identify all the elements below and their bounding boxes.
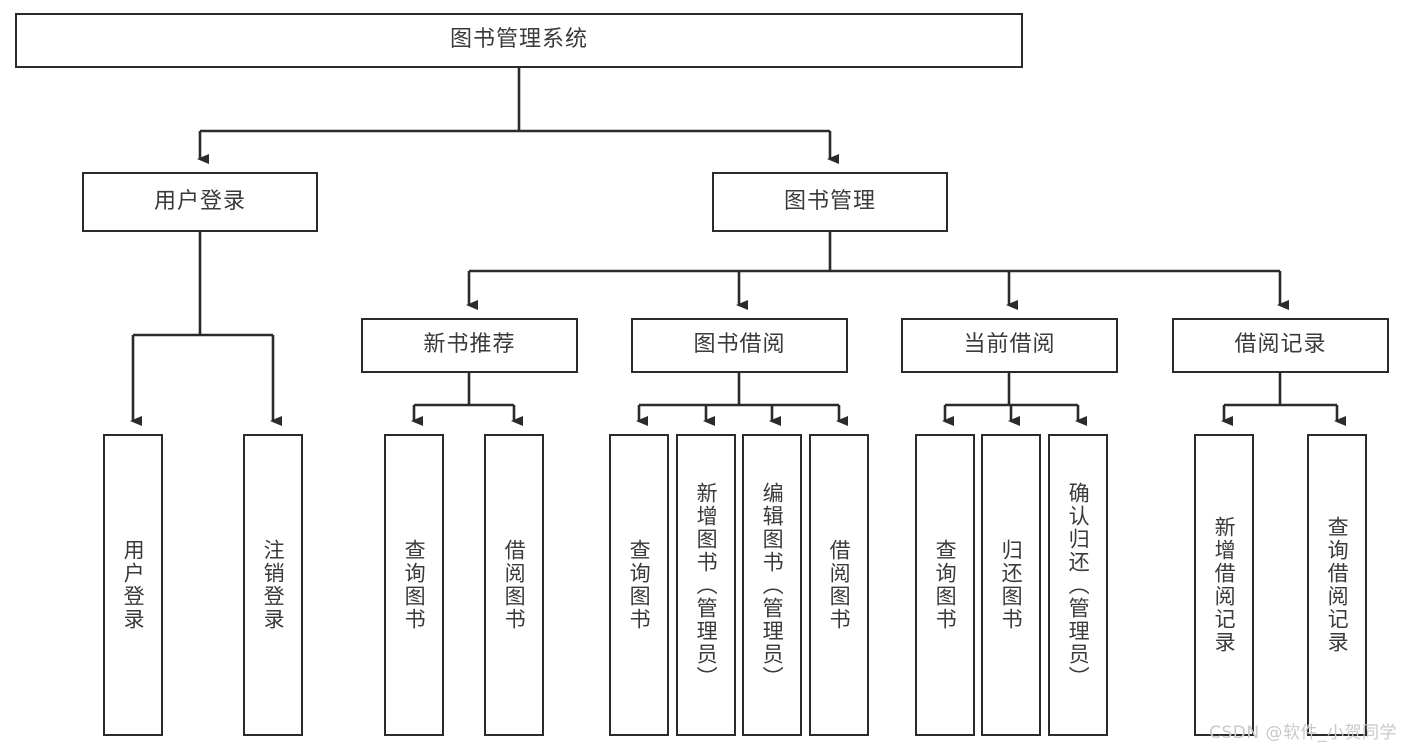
node-label: 查询图书 (627, 539, 652, 631)
leaf-current-borrow-confirm-return-admin[interactable]: 确认归还（管理员） (1048, 434, 1108, 736)
node-book-management[interactable]: 图书管理 (712, 172, 948, 232)
leaf-new-book-query-book[interactable]: 查询图书 (384, 434, 444, 736)
leaf-book-borrow-edit-book-admin[interactable]: 编辑图书（管理员） (742, 434, 802, 736)
node-book-borrow[interactable]: 图书借阅 (631, 318, 848, 373)
leaf-borrow-record-query-record[interactable]: 查询借阅记录 (1307, 434, 1367, 736)
leaf-user-login-logout[interactable]: 注销登录 (243, 434, 303, 736)
node-label: 查询借阅记录 (1325, 516, 1350, 654)
node-label: 新书推荐 (423, 332, 516, 358)
node-label: 新增借阅记录 (1212, 516, 1237, 654)
node-label: 借阅记录 (1234, 332, 1327, 358)
node-label: 借阅图书 (502, 539, 527, 631)
node-label: 查询图书 (402, 539, 427, 631)
node-label: 用户登录 (121, 539, 146, 631)
node-borrow-record[interactable]: 借阅记录 (1172, 318, 1389, 373)
node-user-login[interactable]: 用户登录 (82, 172, 318, 232)
node-label: 图书管理 (783, 188, 876, 214)
node-current-borrow[interactable]: 当前借阅 (901, 318, 1118, 373)
leaf-user-login-login[interactable]: 用户登录 (103, 434, 163, 736)
node-label: 新增图书（管理员） (694, 481, 719, 689)
node-label: 确认归还（管理员） (1066, 481, 1091, 689)
node-label: 用户登录 (153, 188, 246, 214)
leaf-new-book-borrow-book[interactable]: 借阅图书 (484, 434, 544, 736)
watermark-text: CSDN @软件_小贺同学 (1209, 723, 1397, 743)
node-new-book-recommend[interactable]: 新书推荐 (361, 318, 578, 373)
node-label: 归还图书 (999, 539, 1024, 631)
leaf-current-borrow-query-book[interactable]: 查询图书 (915, 434, 975, 736)
leaf-book-borrow-query-book[interactable]: 查询图书 (609, 434, 669, 736)
node-label: 当前借阅 (963, 332, 1056, 358)
node-root-book-management-system[interactable]: 图书管理系统 (15, 13, 1023, 68)
node-label: 借阅图书 (827, 539, 852, 631)
leaf-book-borrow-add-book-admin[interactable]: 新增图书（管理员） (676, 434, 736, 736)
node-label: 图书借阅 (693, 332, 786, 358)
node-label: 编辑图书（管理员） (760, 481, 785, 689)
leaf-borrow-record-add-record[interactable]: 新增借阅记录 (1194, 434, 1254, 736)
node-label: 图书管理系统 (449, 27, 588, 53)
node-label: 注销登录 (261, 539, 286, 631)
node-label: 查询图书 (933, 539, 958, 631)
leaf-book-borrow-borrow-book[interactable]: 借阅图书 (809, 434, 869, 736)
leaf-current-borrow-return-book[interactable]: 归还图书 (981, 434, 1041, 736)
